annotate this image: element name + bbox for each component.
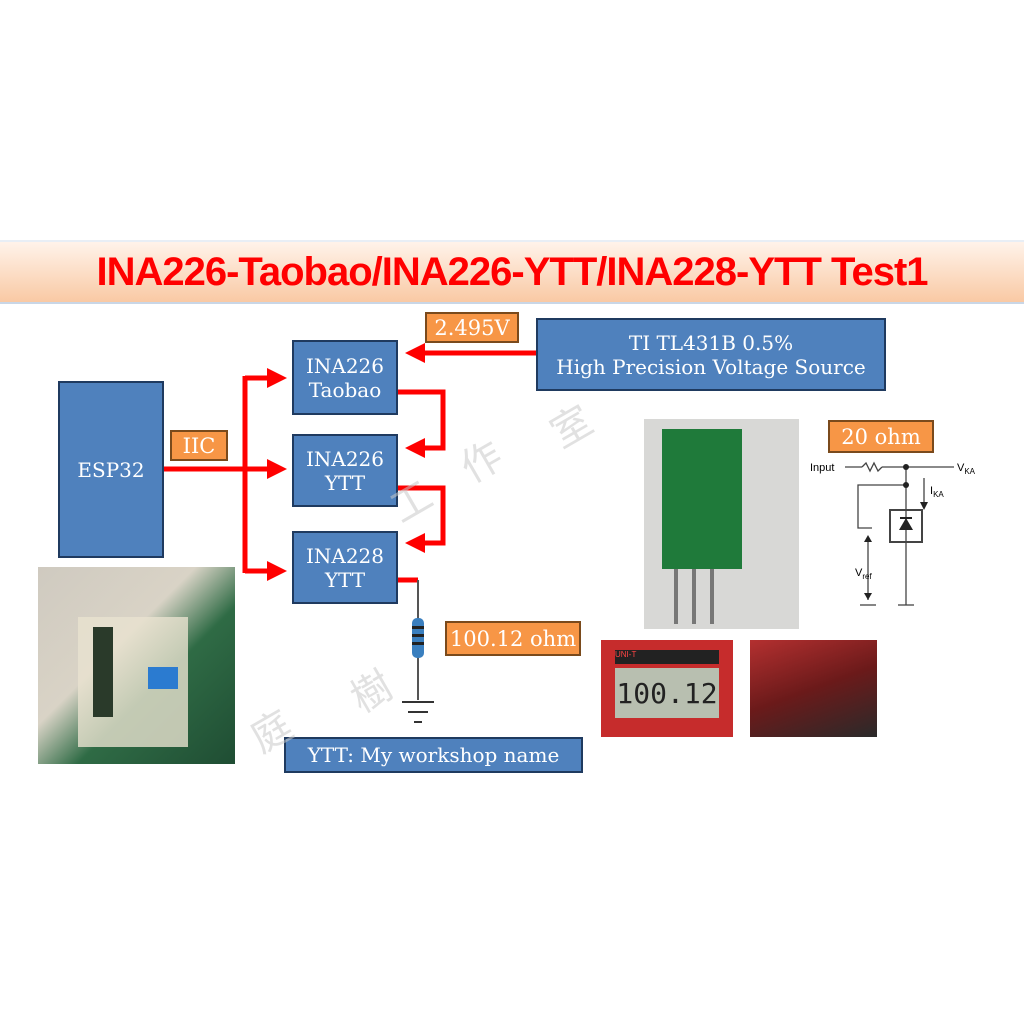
- note-text: YTT: My workshop name: [307, 743, 560, 767]
- block-line: Taobao: [308, 377, 382, 402]
- vref-subscript: ref: [862, 572, 872, 581]
- block-line: INA228: [305, 543, 385, 568]
- voltage-label: 2.495V: [425, 312, 519, 343]
- tl431-module-photo: [644, 419, 799, 629]
- probe-photo: [750, 640, 877, 737]
- pcb: [662, 429, 742, 569]
- block-line: TI TL431B 0.5%: [628, 330, 794, 355]
- breadboard-photo: [38, 567, 235, 764]
- svg-text:Vref: Vref: [855, 567, 872, 581]
- block-line: YTT: [324, 567, 366, 592]
- workshop-note: YTT: My workshop name: [284, 737, 583, 773]
- multimeter-photo: UNI-T 100.12: [601, 640, 733, 737]
- block-line: INA226: [305, 446, 385, 471]
- ground-symbol: [402, 701, 434, 723]
- ika-label: I: [930, 485, 933, 497]
- multimeter-brand: UNI-T: [615, 650, 719, 664]
- esp32-block: ESP32: [58, 381, 164, 558]
- resistor-100-label: 100.12 ohm: [445, 621, 581, 656]
- esp32-board: [93, 627, 113, 717]
- tl431-schematic: Input VKA IKA Vref: [810, 461, 976, 606]
- resistor-100-ohm: [412, 580, 424, 700]
- vka-label: V: [957, 462, 965, 474]
- arrow-taobao-to-ytt: [398, 389, 446, 458]
- svg-text:IKA: IKA: [930, 485, 944, 499]
- vka-subscript: KA: [964, 467, 975, 476]
- esp32-label: ESP32: [77, 457, 145, 482]
- block-line: High Precision Voltage Source: [556, 354, 866, 379]
- block-line: INA226: [305, 353, 385, 378]
- input-label: Input: [810, 462, 834, 474]
- iic-label: IIC: [170, 430, 228, 461]
- svg-text:VKA: VKA: [957, 462, 976, 476]
- ika-subscript: KA: [933, 490, 944, 499]
- page-title: INA226-Taobao/INA226-YTT/INA228-YTT Test…: [0, 240, 1024, 304]
- tl431-source-block: TI TL431B 0.5%High Precision Voltage Sou…: [536, 318, 886, 391]
- ina-module: [148, 667, 178, 689]
- vref-label: V: [855, 567, 863, 579]
- block-line: YTT: [324, 470, 366, 495]
- resistor-20-label: 20 ohm: [828, 420, 934, 453]
- arrow-ytt-to-ina228: [398, 485, 446, 553]
- multimeter-reading: 100.12: [615, 668, 719, 718]
